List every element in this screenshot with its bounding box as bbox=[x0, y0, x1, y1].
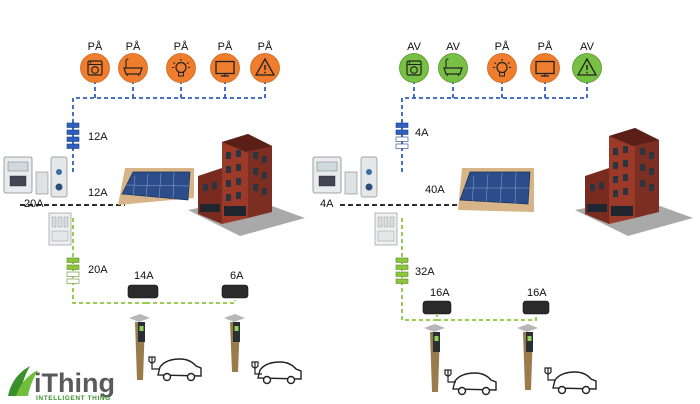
appliance-state: AV bbox=[446, 41, 461, 53]
solar-current-label: 12A bbox=[88, 187, 108, 199]
appliance-state: PÅ bbox=[126, 40, 141, 53]
plug-icon bbox=[251, 361, 262, 375]
solar-current-label: 40A bbox=[425, 184, 445, 196]
appliance-television: PÅ bbox=[210, 40, 240, 83]
leaf-swoosh-icon bbox=[8, 366, 38, 396]
right-scenario: AV AV PÅ PÅ AV 4A bbox=[312, 40, 693, 396]
charging-station bbox=[129, 314, 150, 380]
appliance-state: AV bbox=[407, 41, 422, 53]
appliance-indicator bbox=[399, 53, 429, 83]
load-controller bbox=[221, 284, 249, 299]
charger-current-label: 6A bbox=[230, 270, 244, 282]
appliance-state: AV bbox=[580, 41, 595, 53]
appliance-indicator bbox=[530, 53, 560, 83]
car-icon bbox=[257, 361, 302, 385]
ev-load-meter bbox=[66, 257, 80, 284]
car-icon bbox=[452, 372, 497, 396]
charger-current-label: 16A bbox=[430, 287, 450, 299]
car-icon bbox=[157, 358, 202, 382]
appliance-warning: PÅ bbox=[250, 40, 280, 83]
house-circuit-line bbox=[401, 82, 588, 172]
appliance-bathtub: AV bbox=[438, 41, 468, 83]
charger-current-label: 14A bbox=[134, 270, 154, 282]
solar-panel bbox=[118, 168, 194, 205]
appliance-indicator bbox=[166, 53, 196, 83]
house-current-label: 12A bbox=[88, 131, 108, 143]
breaker-panel bbox=[374, 212, 398, 246]
charging-station bbox=[517, 324, 538, 390]
plug-icon bbox=[544, 367, 556, 381]
charging-station bbox=[424, 324, 445, 392]
appliance-indicator bbox=[487, 53, 517, 83]
plug-icon bbox=[148, 356, 160, 370]
appliance-state: PÅ bbox=[174, 40, 189, 53]
appliance-state: PÅ bbox=[88, 40, 103, 53]
house-load-meter bbox=[66, 122, 80, 149]
appliance-warning: AV bbox=[572, 41, 602, 83]
appliance-state: PÅ bbox=[218, 40, 233, 53]
load-controller bbox=[422, 300, 452, 315]
appliance-indicator bbox=[80, 53, 110, 83]
solar-panel bbox=[458, 168, 534, 212]
house-current-label: 4A bbox=[415, 127, 429, 139]
appliance-television: PÅ bbox=[530, 40, 560, 83]
grid-current-label: 4A bbox=[320, 198, 334, 210]
appliance-state: PÅ bbox=[538, 40, 553, 53]
appliance-light: PÅ bbox=[487, 40, 517, 83]
house-circuit-line bbox=[72, 82, 266, 172]
appliance-light: PÅ bbox=[166, 40, 196, 83]
ev-load-meter bbox=[395, 257, 409, 284]
meter-cabinet bbox=[3, 156, 68, 198]
appliance-washing-machine: PÅ bbox=[80, 40, 110, 83]
charger-current-label: 16A bbox=[527, 287, 547, 299]
meter-cabinet bbox=[312, 156, 378, 198]
apartment-building bbox=[575, 128, 693, 236]
appliance-indicator bbox=[210, 53, 240, 83]
grid-current-label: 20A bbox=[24, 198, 44, 210]
logo-name: iThing bbox=[34, 368, 115, 398]
charging-station bbox=[224, 314, 245, 372]
apartment-building bbox=[188, 134, 305, 236]
load-controller bbox=[127, 284, 159, 299]
appliance-washing-machine: AV bbox=[399, 41, 429, 83]
car-icon bbox=[552, 371, 597, 395]
appliance-state: PÅ bbox=[258, 40, 273, 53]
ev-circuit-current-label: 20A bbox=[88, 264, 108, 276]
appliance-bathtub: PÅ bbox=[118, 40, 148, 83]
logo-tagline: INTELLIGENT THING bbox=[36, 395, 111, 402]
ithing-logo: iThing INTELLIGENT THING bbox=[8, 366, 115, 402]
plug-icon bbox=[444, 369, 456, 383]
house-load-meter bbox=[395, 122, 409, 149]
load-controller bbox=[522, 300, 550, 315]
appliance-state: PÅ bbox=[495, 40, 510, 53]
breaker-panel bbox=[48, 212, 72, 246]
left-scenario: PÅ PÅ PÅ PÅ PÅ bbox=[3, 40, 305, 385]
ev-circuit-current-label: 32A bbox=[415, 266, 435, 278]
